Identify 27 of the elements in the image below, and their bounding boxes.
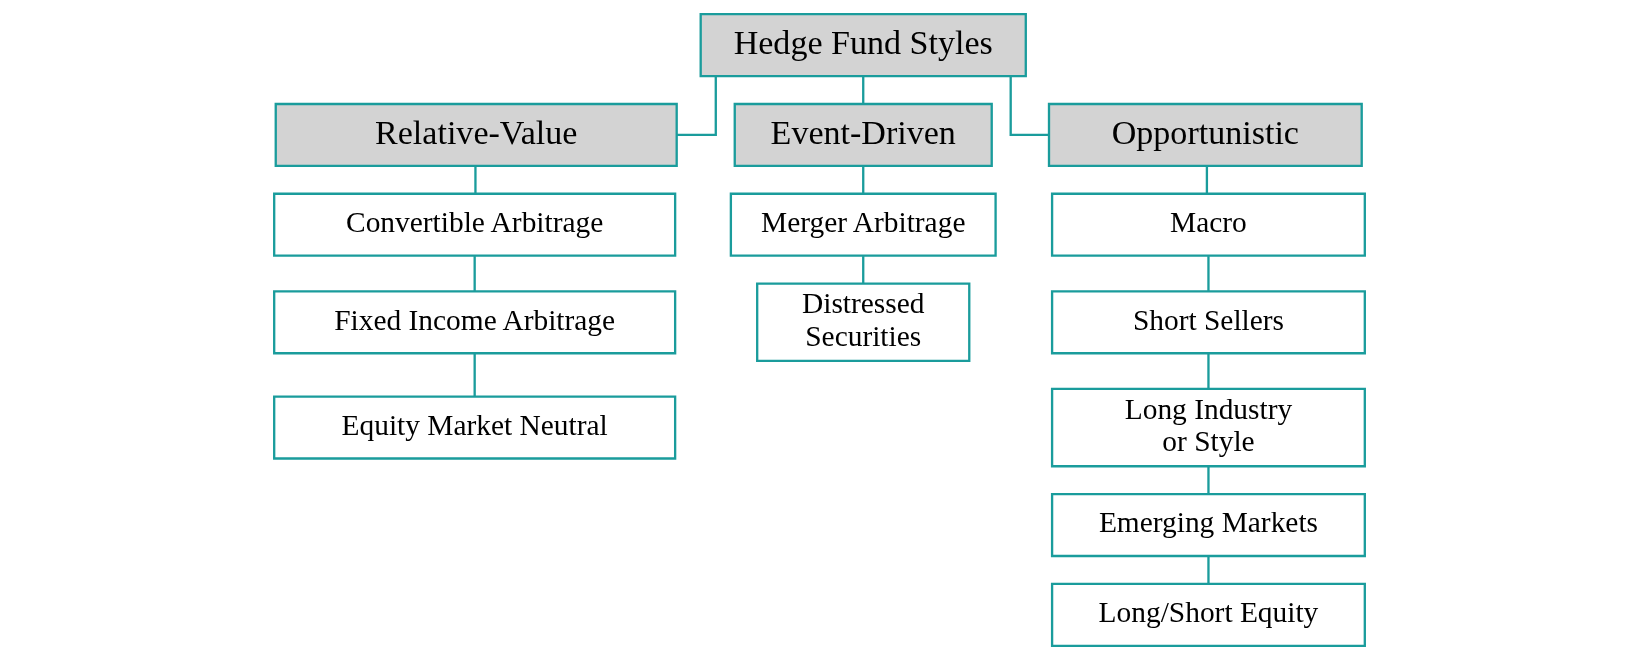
node-box: Merger Arbitrage — [729, 192, 997, 257]
connector — [1207, 556, 1210, 584]
node-box: Hedge Fund Styles — [699, 13, 1027, 78]
connector — [473, 256, 476, 291]
node-box: Fixed Income Arbitrage — [273, 290, 677, 355]
connector — [474, 166, 477, 194]
node-box: Long/Short Equity — [1050, 582, 1366, 647]
node-box: Relative-Value — [274, 102, 678, 168]
node-box: Convertible Arbitrage — [273, 192, 677, 257]
connector — [1009, 76, 1049, 137]
node-box: Short Sellers — [1050, 290, 1366, 355]
node-box: Opportunistic — [1047, 102, 1363, 168]
connector — [862, 76, 865, 104]
connector — [1207, 353, 1210, 389]
connector — [676, 76, 717, 137]
node-box: Emerging Markets — [1050, 492, 1366, 558]
connector — [473, 353, 476, 397]
node-box: Event-Driven — [733, 102, 993, 168]
connector — [1205, 166, 1209, 194]
connector — [862, 166, 865, 194]
connector — [1207, 466, 1210, 495]
node-box: Distressed Securities — [756, 282, 971, 363]
node-box: Long Industry or Style — [1050, 387, 1366, 468]
connector — [862, 256, 865, 284]
node-box: Equity Market Neutral — [273, 395, 677, 460]
node-box: Macro — [1050, 192, 1366, 257]
connector — [1207, 256, 1210, 291]
